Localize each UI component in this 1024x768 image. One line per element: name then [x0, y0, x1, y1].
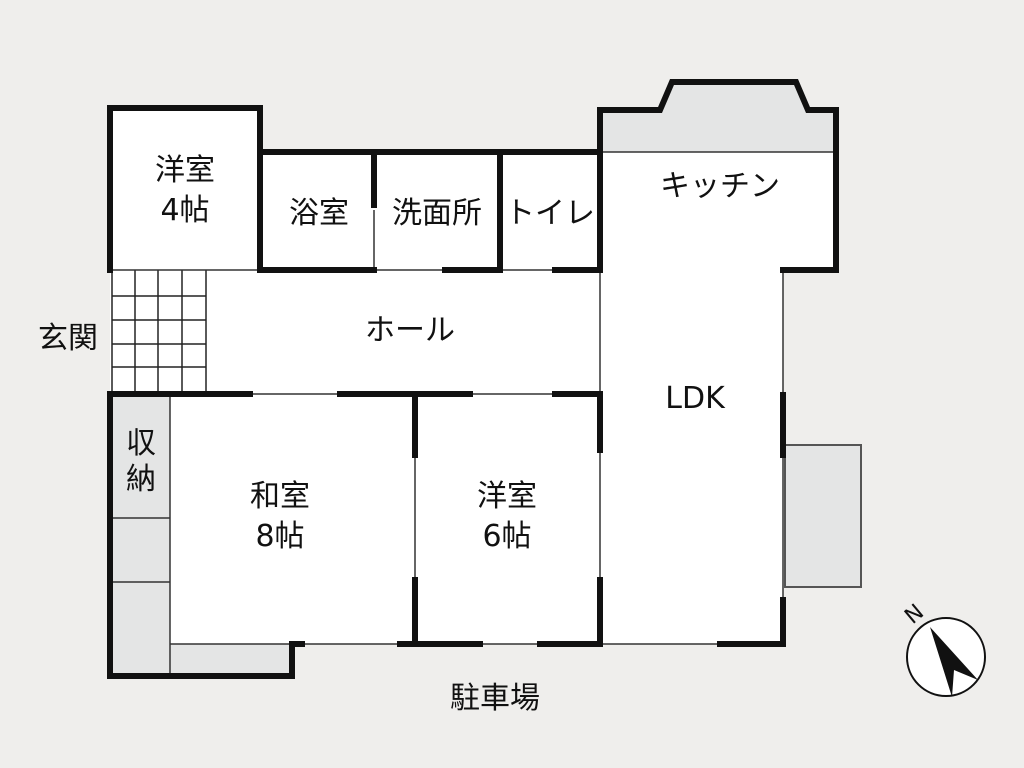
room-western-4-name: 洋室 — [155, 153, 215, 188]
room-ldk: LDK — [665, 381, 725, 416]
room-japanese-8-name: 和室 — [250, 479, 310, 514]
walls — [107, 79, 839, 679]
room-kitchen: キッチン — [660, 169, 780, 204]
room-toilet: トイレ — [505, 196, 595, 231]
entrance-tiles — [111, 270, 207, 392]
room-japanese-8-size: 8帖 — [255, 519, 305, 554]
room-bathroom: 浴室 — [289, 196, 349, 231]
floor-areas — [110, 82, 862, 674]
room-entrance: 玄関 — [38, 321, 98, 356]
room-washroom: 洗面所 — [392, 196, 482, 231]
storage-area — [112, 396, 170, 674]
kitchen-bay-window — [602, 82, 836, 152]
room-western-4-size: 4帖 — [160, 193, 210, 228]
room-storage: 収納 — [126, 426, 156, 497]
room-hall: ホール — [365, 313, 455, 348]
balcony — [784, 444, 862, 588]
room-western-6-name: 洋室 — [477, 479, 537, 514]
room-western-6-size: 6帖 — [482, 519, 532, 554]
north-arrow-icon — [906, 617, 986, 697]
parking-label: 駐車場 — [450, 681, 540, 716]
